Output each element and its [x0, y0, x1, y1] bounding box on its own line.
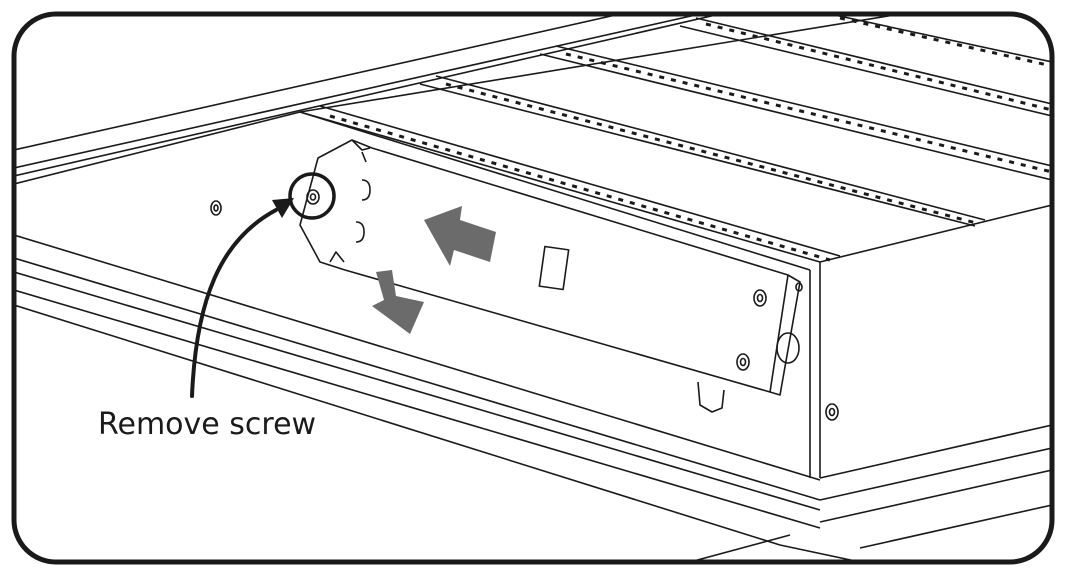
screw-icon: [306, 189, 320, 205]
callout-arrow-icon: [190, 198, 294, 398]
callout-circle: [288, 172, 336, 220]
screw-icon: [210, 200, 222, 216]
ceiling-rail-top: [14, 14, 721, 185]
screw-icon: [736, 353, 750, 371]
slide-arrow-icon: [424, 206, 496, 266]
louver-perforations: [329, 16, 1052, 262]
fixture-top: [299, 14, 1052, 263]
diagram-frame: [11, 11, 1055, 565]
access-cover-plate: [299, 139, 801, 413]
screw-icon: [753, 289, 767, 307]
knockout-hole: [776, 282, 803, 364]
fixture-housing: [299, 111, 1052, 523]
pull-down-arrow-icon: [372, 270, 424, 334]
screw-icon: [825, 403, 839, 421]
ceiling-rail-bottom: [14, 234, 1052, 562]
callout-label: Remove screw: [98, 407, 316, 442]
